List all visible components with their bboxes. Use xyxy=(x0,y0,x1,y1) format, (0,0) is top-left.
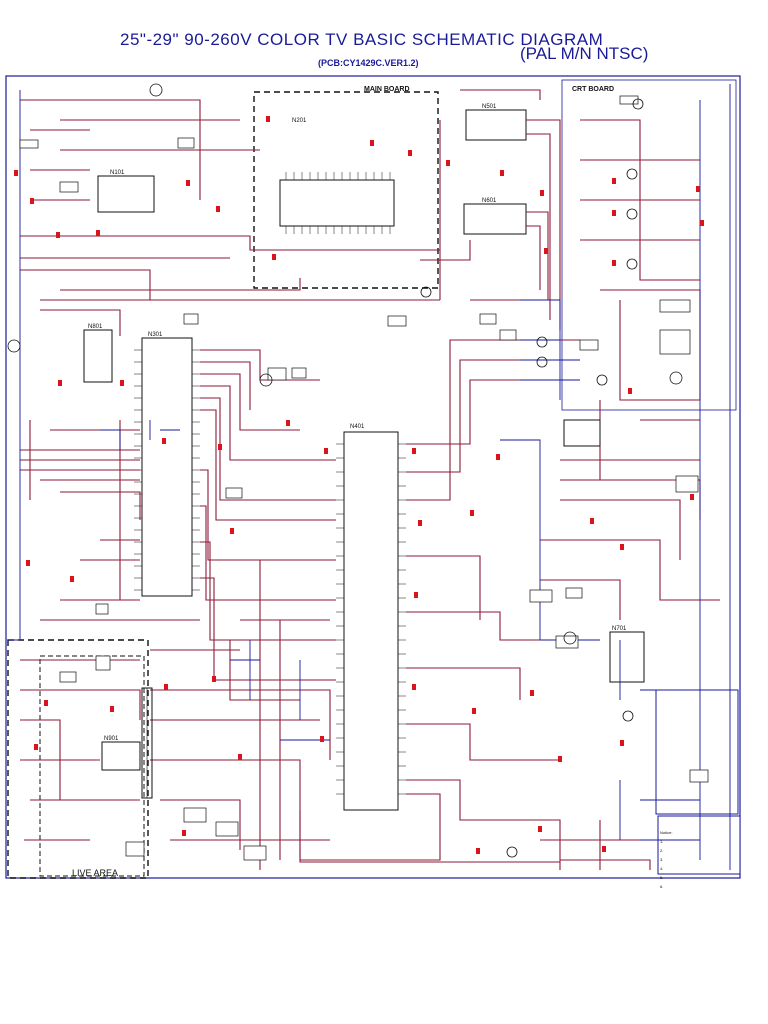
note-line: 5. xyxy=(660,875,664,880)
note-line: 4. xyxy=(660,866,664,871)
vendor-box xyxy=(657,815,741,875)
ic-audio-lower xyxy=(463,203,527,235)
ic-label: N101 xyxy=(110,170,125,176)
note-line: 2. xyxy=(660,848,664,853)
crt-board-region xyxy=(561,79,737,411)
ic-eeprom xyxy=(83,329,113,383)
ic-label: N601 xyxy=(482,198,497,204)
notes-block: Notice: 1. 2. 3. 4. 5. 6. xyxy=(660,828,742,891)
note-line: 3. xyxy=(660,857,664,862)
ic-label: N801 xyxy=(88,324,103,330)
pcb-version: (PCB:CY1429C.VER1.2) xyxy=(318,58,419,68)
ic-label: N201 xyxy=(292,118,307,124)
ic-pins xyxy=(134,172,406,795)
ic-label: N401 xyxy=(350,424,365,430)
ic-label: N901 xyxy=(104,736,119,742)
ic-label: N301 xyxy=(148,332,163,338)
passive-components xyxy=(19,95,709,861)
crt-board-label: CRT BOARD xyxy=(572,86,614,93)
transistors xyxy=(7,83,683,858)
note-line: 1. xyxy=(660,839,664,844)
notes-table xyxy=(655,689,739,815)
notes-heading: Notice: xyxy=(660,830,673,835)
main-board-label: MAIN BOARD xyxy=(364,86,410,93)
ic-label: N501 xyxy=(482,104,497,110)
note-line: 6. xyxy=(660,884,664,889)
ic-tuner-chip xyxy=(97,175,155,213)
ic-video-processor xyxy=(343,431,399,811)
schematic-frame xyxy=(5,75,741,879)
ic-main-processor xyxy=(141,337,193,597)
wires-red xyxy=(20,89,720,870)
main-board-region xyxy=(253,91,439,289)
ic-crt-connector xyxy=(563,419,601,447)
live-subregion xyxy=(39,655,145,877)
ic-audio-upper xyxy=(465,109,527,141)
ic-label: N701 xyxy=(612,626,627,632)
ic-flyback xyxy=(609,631,645,683)
diagram-title: 25"-29" 90-260V COLOR TV BASIC SCHEMATIC… xyxy=(120,30,604,49)
tv-system: (PAL M/N NTSC) xyxy=(520,44,649,63)
live-area-region xyxy=(7,639,149,879)
ic-power-regulator xyxy=(101,741,141,771)
pin-markers xyxy=(14,116,704,854)
ic-main-board-chip xyxy=(279,179,395,227)
live-area-label: LIVE AREA xyxy=(72,868,119,878)
